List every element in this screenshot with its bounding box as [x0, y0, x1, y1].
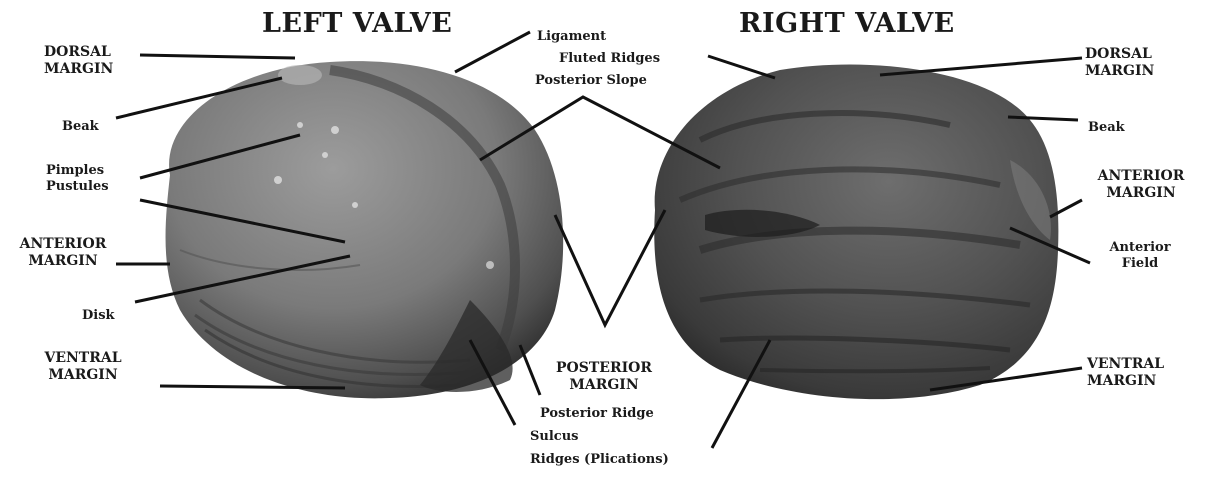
- right-valve-title: RIGHT VALVE: [739, 10, 955, 37]
- left-disk-label: Disk: [82, 308, 115, 324]
- left-beak-label: Beak: [62, 119, 99, 135]
- right-anterior-margin-label: ANTERIOR MARGIN: [1082, 168, 1200, 202]
- right-valve-shell: [654, 64, 1058, 399]
- posterior-ridge-label: Posterior Ridge: [540, 406, 654, 422]
- right-ventral-margin-label: VENTRAL MARGIN: [1087, 356, 1164, 390]
- fluted-ridges-label: Fluted Ridges: [559, 51, 660, 67]
- left-ventral-margin-label: VENTRAL MARGIN: [28, 350, 138, 384]
- ridges-plications-label: Ridges (Plications): [530, 452, 669, 468]
- sulcus-label: Sulcus: [530, 429, 578, 445]
- posterior-margin-label: POSTERIOR MARGIN: [530, 360, 678, 394]
- left-valve-shell: [166, 61, 564, 398]
- left-valve-title: LEFT VALVE: [262, 10, 452, 37]
- left-anterior-margin-label: ANTERIOR MARGIN: [8, 236, 118, 270]
- left-pimples-pustules-label: Pimples Pustules: [46, 163, 109, 194]
- left-dorsal-margin-label: DORSAL MARGIN: [44, 44, 113, 78]
- right-beak-label: Beak: [1088, 120, 1125, 136]
- right-anterior-field-label: Anterior Field: [1095, 240, 1185, 271]
- ligament-label: Ligament: [537, 29, 606, 45]
- right-dorsal-margin-label: DORSAL MARGIN: [1085, 46, 1154, 80]
- posterior-slope-label: Posterior Slope: [535, 73, 647, 89]
